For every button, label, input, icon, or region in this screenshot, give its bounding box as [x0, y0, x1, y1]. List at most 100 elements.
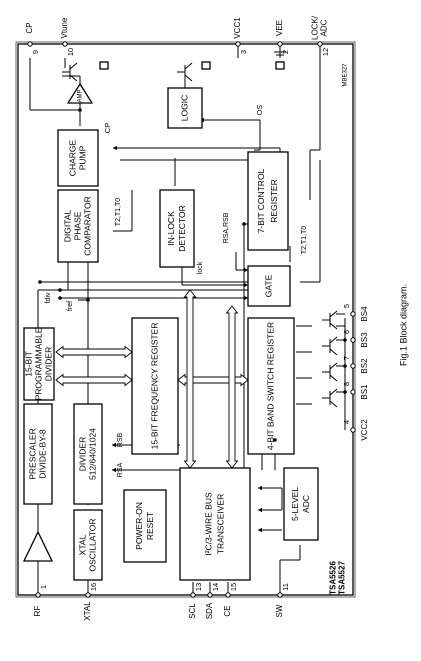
pin-lock-name-line-1: LOCK/: [311, 15, 320, 40]
prescaler-block-label-line-2: DIVIDE-BY-8: [37, 429, 47, 479]
cp-output-transistor: [62, 62, 78, 82]
pin-bs4-number: 5: [342, 304, 351, 308]
logic-block-label-line-1: LOGIC: [179, 95, 189, 121]
adc-block-label-line-2: ADC: [301, 495, 311, 513]
programmable-divider-block: [23, 327, 55, 401]
phase-comparator-block-label-line-2: PHASE: [72, 211, 82, 240]
pin-bs2-number: 7: [342, 356, 351, 360]
pin-scl-name: SCL: [188, 603, 197, 619]
pin-ce-name: CE: [223, 605, 232, 616]
xtal-oscillator-block: [73, 509, 103, 581]
pin-terminal: [235, 41, 241, 47]
pin-terminal: [350, 427, 356, 433]
prescaler-block-label-line-1: PRESCALER: [27, 428, 37, 480]
arrow-head: [113, 145, 117, 151]
transceiver-block: [179, 467, 251, 581]
control-register-block: [247, 151, 289, 251]
transceiver-block-label-line-2: TRANSCEIVER: [215, 494, 225, 554]
bus-divider-freqreg-2: [55, 345, 133, 359]
arrow-head: [244, 282, 248, 288]
junction-dot: [242, 222, 246, 226]
pin-terminal: [317, 41, 323, 47]
signal-cp-label: CP: [103, 123, 112, 133]
rf-buffer-triangle: [22, 530, 54, 562]
phase-comparator-block: [57, 189, 99, 263]
pin-xtal-number: 16: [89, 583, 98, 591]
vee-pad: [275, 61, 285, 70]
vtune-pad: [99, 61, 109, 70]
document-reference: MBE327: [343, 63, 349, 87]
charge-pump-block-label-line-1: CHARGE: [67, 139, 77, 176]
charge-pump-block-label-line-2: PUMP: [77, 145, 87, 170]
pin-sda-number: 14: [211, 583, 220, 591]
junction-dot: [58, 288, 62, 292]
pin-vcc2-name: VCC2: [360, 419, 369, 441]
junction-dot: [343, 338, 347, 342]
xtal-oscillator-block-label-line-2: OSCILLATOR: [87, 518, 97, 571]
phase-comparator-block-label-line-1: DIGITAL: [62, 210, 72, 243]
pin-terminal: [207, 592, 213, 598]
pin-sw-number: 11: [281, 583, 290, 591]
programmable-divider-block-label-line-3: DIVIDER: [43, 347, 53, 381]
power-on-reset-block-label-line-1: POWER-ON: [134, 502, 144, 550]
pin-vtune-number: 10: [66, 48, 75, 56]
bus-transceiver-to-freqreg: [183, 289, 197, 469]
pin-bs1-number: 8: [342, 382, 351, 386]
pin-lock-name-line-2: ADC: [320, 19, 329, 36]
arrow-head: [258, 527, 262, 533]
junction-dot: [78, 108, 82, 112]
divider-block: [73, 403, 103, 505]
pin-cp-name-line-1: CP: [25, 22, 34, 33]
pin-terminal: [35, 592, 41, 598]
pin-sda-name: SDA: [205, 602, 214, 619]
arrow-head: [112, 442, 116, 448]
pin-terminal: [190, 592, 196, 598]
amp-triangle: [66, 82, 94, 104]
pin-xtal-name: XTAL: [83, 601, 92, 621]
pin-rf-number: 1: [39, 585, 48, 589]
chip-name-line-2: TSA5527: [338, 561, 347, 595]
pin-terminal: [277, 41, 283, 47]
chip-outline-outer: [15, 41, 356, 598]
pin-scl-number: 13: [194, 583, 203, 591]
arrow-head: [258, 485, 262, 491]
amp-label: AMP: [78, 89, 84, 102]
pin-sw-name: SW: [275, 604, 284, 617]
junction-dot: [343, 364, 347, 368]
control-register-block-label-line-1: 7-BIT CONTROL: [256, 168, 266, 233]
pin-terminal: [350, 363, 356, 369]
pin-vcc2-number: 4: [342, 420, 351, 424]
pin-bs3-number: 6: [342, 330, 351, 334]
pin-vee-number: 2: [281, 50, 290, 54]
frequency-register-block-label-line-1: 15-BIT FREQUENCY REGISTER: [149, 323, 159, 450]
gate-block-label-line-1: GATE: [263, 274, 273, 297]
figure-caption: Fig.1 Block diagram.: [398, 284, 408, 366]
pin-bs4-name: BS4: [360, 306, 369, 322]
bs3-transistor: [322, 336, 338, 356]
pin-terminal: [85, 592, 91, 598]
signal-lock-label: lock: [197, 261, 204, 274]
programmable-divider-block-label-line-1: 15-BIT: [23, 351, 33, 377]
signal-t2t1t0-right-label: T2,T1,T0: [301, 226, 308, 255]
junction-dot: [86, 298, 90, 302]
junction-dot: [273, 438, 277, 442]
pin-vee-name-line-1: VEE: [275, 20, 284, 36]
signal-os-label: OS: [255, 105, 264, 116]
band-switch-register-block: [247, 317, 295, 455]
pin-vtune-name-line-1: Vtune: [60, 17, 69, 38]
pin-terminal: [277, 592, 283, 598]
logic-block: [167, 87, 203, 129]
pin-terminal: [62, 41, 68, 47]
signal-t2t1t0-left-label: T2,T1,T0: [115, 198, 122, 227]
prescaler-block: [23, 403, 53, 505]
junction-dot: [38, 280, 42, 284]
xtal-oscillator-block-label-line-1: XTAL: [77, 534, 87, 555]
pin-vcc1-number: 3: [239, 50, 248, 54]
pin-terminal: [350, 337, 356, 343]
gate-block: [247, 265, 291, 307]
bus-transceiver-to-bandreg: [225, 305, 239, 469]
inlock-detector-block-label-line-1: IN-LOCK: [166, 211, 176, 246]
bs4-transistor: [322, 310, 338, 330]
phase-comparator-block-label-line-3: COMPARATOR: [82, 196, 92, 256]
